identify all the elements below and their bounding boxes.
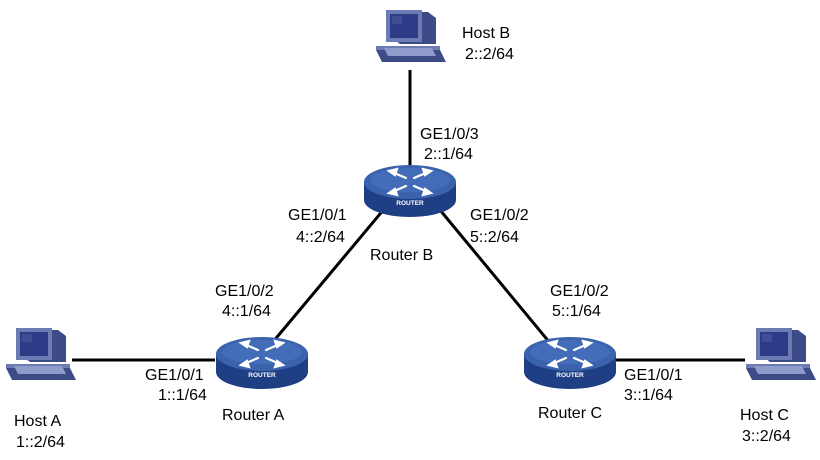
router-b-ge101-port: GE1/0/1 — [288, 207, 347, 224]
router-a-ge102-port: GE1/0/2 — [215, 283, 274, 300]
host-b-name: Host B — [462, 25, 511, 42]
host-a-name: Host A — [14, 413, 62, 430]
router-c-icon[interactable]: ROUTER — [522, 335, 618, 391]
router-b-ge102-port: GE1/0/2 — [470, 207, 529, 224]
host-c-address: 3::2/64 — [742, 428, 791, 445]
router-c-ge102-port: GE1/0/2 — [550, 283, 609, 300]
host-b-address: 2::2/64 — [465, 46, 514, 63]
router-a-ge102-address: 4::1/64 — [222, 303, 271, 320]
router-a-name: Router A — [222, 407, 285, 424]
router-b-name: Router B — [370, 247, 434, 264]
router-b-ge103-address: 2::1/64 — [424, 146, 473, 163]
host-a-pc-icon[interactable] — [6, 328, 76, 380]
router-a-icon[interactable]: ROUTER — [214, 335, 310, 391]
router-c-name: Router C — [538, 405, 603, 422]
router-a-ge101-port: GE1/0/1 — [145, 367, 204, 384]
router-b-ge102-address: 5::2/64 — [470, 229, 519, 246]
router-c-ge102-address: 5::1/64 — [552, 303, 601, 320]
router-b-icon[interactable]: ROUTER — [362, 163, 458, 219]
link-routerb-routerc — [438, 209, 562, 356]
host-b-pc-icon[interactable] — [376, 10, 446, 62]
router-c-ge101-port: GE1/0/1 — [624, 367, 683, 384]
router-b-ge103-port: GE1/0/3 — [420, 126, 479, 143]
router-b-badge: ROUTER — [396, 200, 424, 207]
host-a-address: 1::2/64 — [16, 434, 65, 451]
router-a-badge: ROUTER — [248, 372, 276, 379]
link-routera-routerb — [260, 207, 387, 356]
router-b-ge101-address: 4::2/64 — [296, 229, 345, 246]
router-a-ge101-address: 1::1/64 — [158, 387, 207, 404]
host-c-pc-icon[interactable] — [746, 328, 816, 380]
router-c-ge101-address: 3::1/64 — [624, 387, 673, 404]
links — [72, 70, 745, 362]
host-c-name: Host C — [740, 407, 789, 424]
router-c-badge: ROUTER — [556, 372, 584, 379]
